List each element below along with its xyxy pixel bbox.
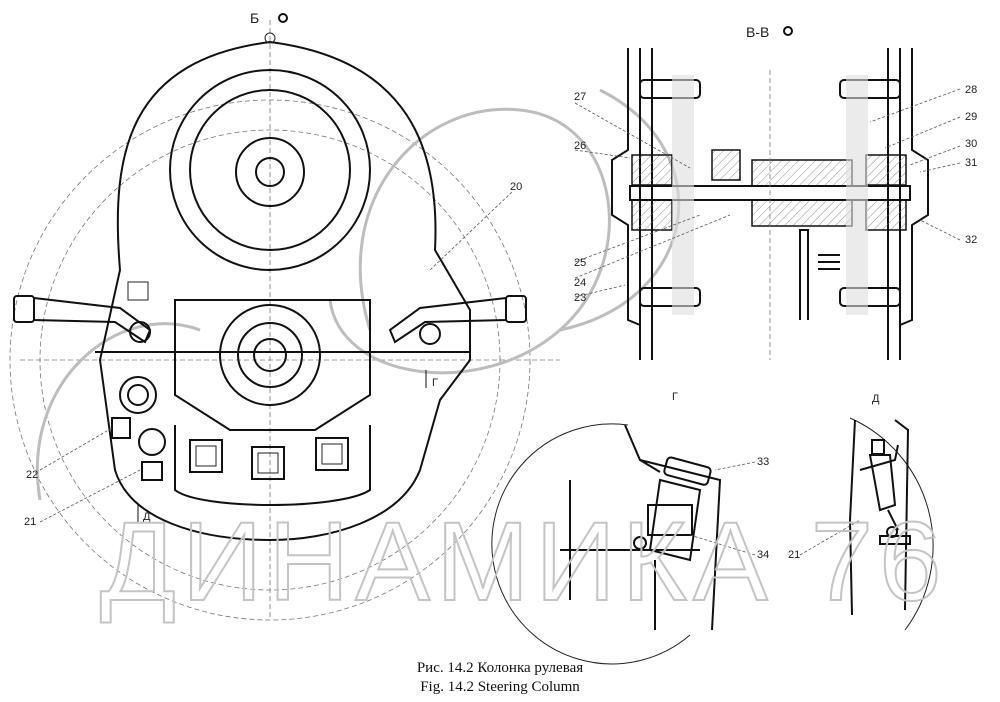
part-label-21: 21 [24, 516, 36, 528]
leader-lines [39, 88, 961, 556]
section-vv [611, 48, 929, 360]
part-label-25: 25 [574, 257, 586, 269]
detail-g [491, 423, 722, 665]
figure-caption-en: Fig. 14.2 Steering Column [420, 679, 580, 695]
part-label-29: 29 [965, 111, 977, 123]
part-label-28: 28 [965, 84, 977, 96]
column-housing-front-view [95, 32, 471, 542]
part-label-26: 26 [574, 140, 586, 152]
detail-d [848, 417, 934, 631]
view-label-d: Д [872, 393, 880, 405]
part-label-27: 27 [574, 91, 586, 103]
view-label-b: Б [250, 10, 259, 26]
figure-caption-ru: Рис. 14.2 Колонка рулевая [416, 660, 584, 676]
part-label-20: 20 [510, 181, 522, 193]
part-label-33: 33 [757, 456, 769, 468]
dashboard-switches [111, 281, 349, 481]
arrow-label-d: Д [143, 511, 151, 523]
left-stalk-lever [13, 295, 152, 344]
view-label-vv: В-В [746, 24, 769, 40]
right-stalk-lever [388, 295, 527, 345]
part-label-31: 31 [965, 157, 977, 169]
part-label-24: 24 [574, 277, 586, 289]
part-label-22: 22 [26, 469, 38, 481]
arrow-label-g: Г [432, 377, 438, 389]
part-labels: 20 21 22 23 24 25 26 27 28 29 30 31 32 3… [24, 84, 977, 561]
part-label-21-detail: 21 [788, 549, 800, 561]
watermark-text: ДИНАМИКА 76 [100, 499, 947, 624]
view-label-g: Г [672, 391, 678, 403]
part-label-32: 32 [965, 234, 977, 246]
part-label-23: 23 [574, 292, 586, 304]
part-label-34: 34 [757, 549, 769, 561]
part-label-30: 30 [965, 138, 977, 150]
